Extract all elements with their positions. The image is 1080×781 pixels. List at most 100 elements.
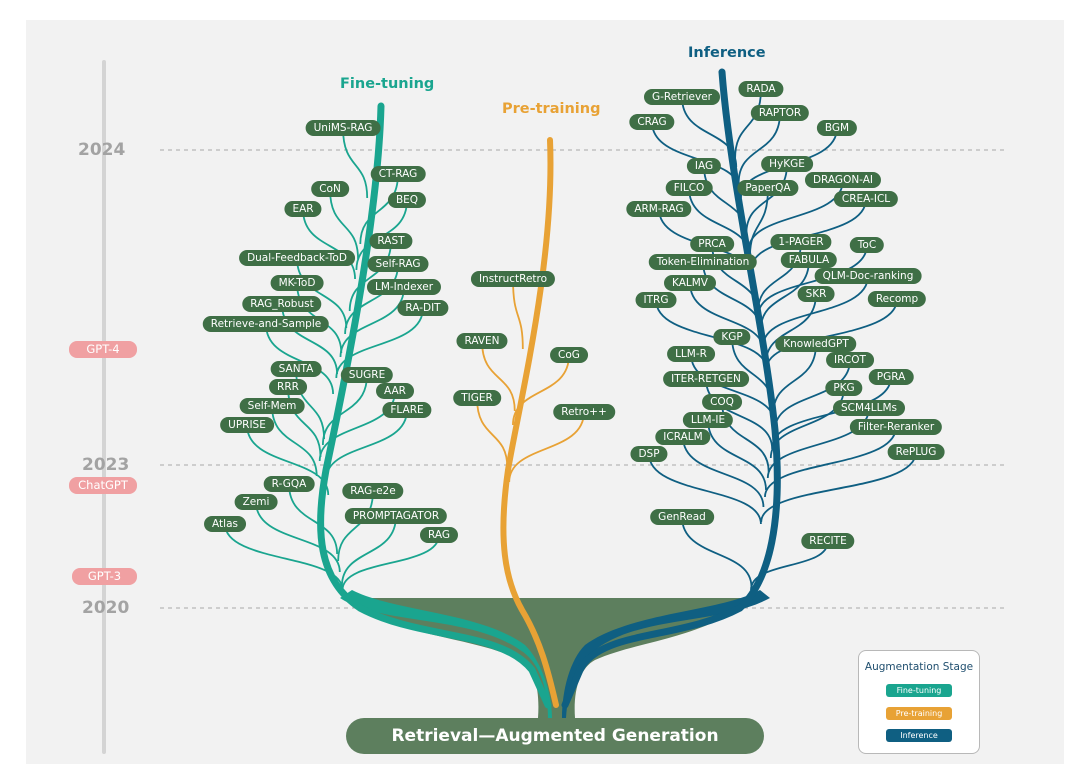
- method-node-flare[interactable]: FLARE: [382, 402, 432, 418]
- branch-twig: [341, 534, 440, 591]
- method-node-qlm-doc-ranking[interactable]: QLM-Doc-ranking: [814, 268, 922, 284]
- branch-twig: [246, 424, 330, 496]
- method-node-iag[interactable]: IAG: [686, 158, 722, 174]
- method-node-ircot[interactable]: IRCOT: [826, 352, 874, 368]
- branch-twig: [762, 275, 869, 347]
- method-node-iter-retgen[interactable]: ITER-RETGEN: [663, 371, 749, 387]
- method-node-uprise[interactable]: UPRISE: [220, 417, 274, 433]
- method-node-rag-e2e[interactable]: RAG-e2e: [342, 483, 404, 499]
- branch-twig: [765, 298, 898, 370]
- branch-twig: [737, 112, 781, 184]
- method-node-dual-feedback-tod[interactable]: Dual-Feedback-ToD: [239, 250, 355, 266]
- method-node-ear[interactable]: EAR: [284, 201, 322, 217]
- branch-twig: [508, 411, 585, 483]
- branch-twig: [348, 240, 392, 312]
- method-node-arm-rag[interactable]: ARM-RAG: [626, 201, 692, 217]
- method-node-atlas[interactable]: Atlas: [204, 516, 246, 532]
- branch-twig: [342, 127, 369, 199]
- method-node-tiger[interactable]: TIGER: [453, 390, 501, 406]
- method-node-recite[interactable]: RECITE: [801, 533, 855, 549]
- fine-tuning-stem: [317, 102, 552, 709]
- method-node-ct-rag[interactable]: CT-RAG: [370, 166, 426, 182]
- era-chatgpt: ChatGPT: [69, 477, 137, 494]
- method-node-icralm[interactable]: ICRALM: [655, 429, 711, 445]
- method-node-zemi[interactable]: Zemi: [234, 494, 278, 510]
- method-node-rag[interactable]: RAG: [419, 527, 459, 543]
- branch-twig: [682, 436, 765, 508]
- method-node-raptor[interactable]: RAPTOR: [750, 105, 810, 121]
- heading-inference: Inference: [688, 45, 766, 61]
- year-2020: 2020: [82, 598, 130, 618]
- branch-twig: [512, 354, 570, 426]
- branch-twig: [690, 353, 776, 425]
- legend-title: Augmentation Stage: [864, 661, 974, 673]
- method-node-self-rag[interactable]: Self-RAG: [367, 256, 429, 272]
- method-node-paperqa[interactable]: PaperQA: [737, 180, 799, 196]
- method-node-rrr[interactable]: RRR: [269, 379, 307, 395]
- method-node-itrg[interactable]: ITRG: [635, 292, 677, 308]
- branch-twig: [288, 483, 338, 555]
- method-node-scm4llms[interactable]: SCM4LLMs: [833, 400, 905, 416]
- method-node-genread[interactable]: GenRead: [650, 509, 714, 525]
- method-node-recomp[interactable]: Recomp: [867, 291, 927, 307]
- method-node-knowledgpt[interactable]: KnowledGPT: [775, 336, 857, 352]
- method-node-dsp[interactable]: DSP: [630, 446, 668, 462]
- branch-twig: [296, 257, 348, 329]
- branch-twig: [512, 278, 524, 350]
- method-node-skr[interactable]: SKR: [797, 286, 835, 302]
- method-node-filter-reranker[interactable]: Filter-Reranker: [849, 419, 943, 435]
- method-node-rag-robust[interactable]: RAG_Robust: [242, 296, 322, 312]
- method-node-1-pager[interactable]: 1-PAGER: [770, 234, 832, 250]
- method-node-hykge[interactable]: HyKGE: [761, 156, 813, 172]
- method-node-replug[interactable]: RePLUG: [887, 444, 945, 460]
- method-node-g-retriever[interactable]: G-Retriever: [643, 89, 721, 105]
- heading-pre-training: Pre-training: [502, 101, 601, 117]
- legend: Augmentation Stage Fine-tuning Pre-train…: [858, 650, 980, 754]
- method-node-self-mem[interactable]: Self-Mem: [239, 398, 305, 414]
- method-node-llm-ie[interactable]: LLM-IE: [682, 412, 734, 428]
- method-node-r-gqa[interactable]: R-GQA: [263, 476, 315, 492]
- method-node-raven[interactable]: RAVEN: [456, 333, 508, 349]
- method-node-coq[interactable]: COQ: [702, 394, 742, 410]
- method-node-rast[interactable]: RAST: [369, 233, 413, 249]
- method-node-aar[interactable]: AAR: [376, 383, 414, 399]
- method-node-pkg[interactable]: PKG: [825, 380, 863, 396]
- branch-twig: [339, 286, 405, 358]
- method-node-kalmv[interactable]: KALMV: [664, 275, 716, 291]
- method-node-bgm[interactable]: BGM: [816, 120, 858, 136]
- method-node-rada[interactable]: RADA: [738, 81, 784, 97]
- method-node-filco[interactable]: FILCO: [665, 180, 713, 196]
- method-node-instructretro[interactable]: InstructRetro: [470, 271, 556, 287]
- branch-twig: [772, 343, 817, 415]
- method-node-pgra[interactable]: PGRA: [868, 369, 914, 385]
- branch-twig: [759, 259, 810, 331]
- method-node-retrieve-and-sample[interactable]: Retrieve-and-Sample: [202, 316, 330, 332]
- method-node-prca[interactable]: PRCA: [690, 236, 734, 252]
- branch-twig: [764, 426, 897, 498]
- method-node-fabula[interactable]: FABULA: [780, 252, 838, 268]
- method-node-crea-icl[interactable]: CREA-ICL: [833, 191, 899, 207]
- method-node-mk-tod[interactable]: MK-ToD: [270, 275, 324, 291]
- method-node-con[interactable]: CoN: [311, 181, 349, 197]
- method-node-lm-indexer[interactable]: LM-Indexer: [366, 279, 442, 295]
- method-node-sugre[interactable]: SUGRE: [340, 367, 394, 383]
- method-node-llm-r[interactable]: LLM-R: [667, 346, 715, 362]
- method-node-unims-rag[interactable]: UniMS-RAG: [305, 120, 381, 136]
- method-node-santa[interactable]: SANTA: [270, 361, 322, 377]
- method-node-retro-[interactable]: Retro++: [553, 404, 615, 420]
- year-2023: 2023: [82, 455, 130, 475]
- method-node-toc[interactable]: ToC: [849, 237, 885, 253]
- method-node-kgp[interactable]: KGP: [713, 329, 751, 345]
- method-node-token-elimination[interactable]: Token-Elimination: [648, 254, 758, 270]
- branch-twig: [702, 261, 762, 333]
- method-node-cog[interactable]: CoG: [550, 347, 588, 363]
- method-node-crag[interactable]: CRAG: [629, 114, 675, 130]
- branch-twig: [766, 407, 870, 479]
- method-node-dragon-ai[interactable]: DRAGON-AI: [804, 172, 882, 188]
- branch-twig: [329, 188, 359, 260]
- method-node-ra-dit[interactable]: RA-DIT: [397, 300, 449, 316]
- method-node-beq[interactable]: BEQ: [387, 192, 427, 208]
- method-node-promptagator[interactable]: PROMPTAGATOR: [344, 508, 448, 524]
- branch-twig: [749, 187, 769, 259]
